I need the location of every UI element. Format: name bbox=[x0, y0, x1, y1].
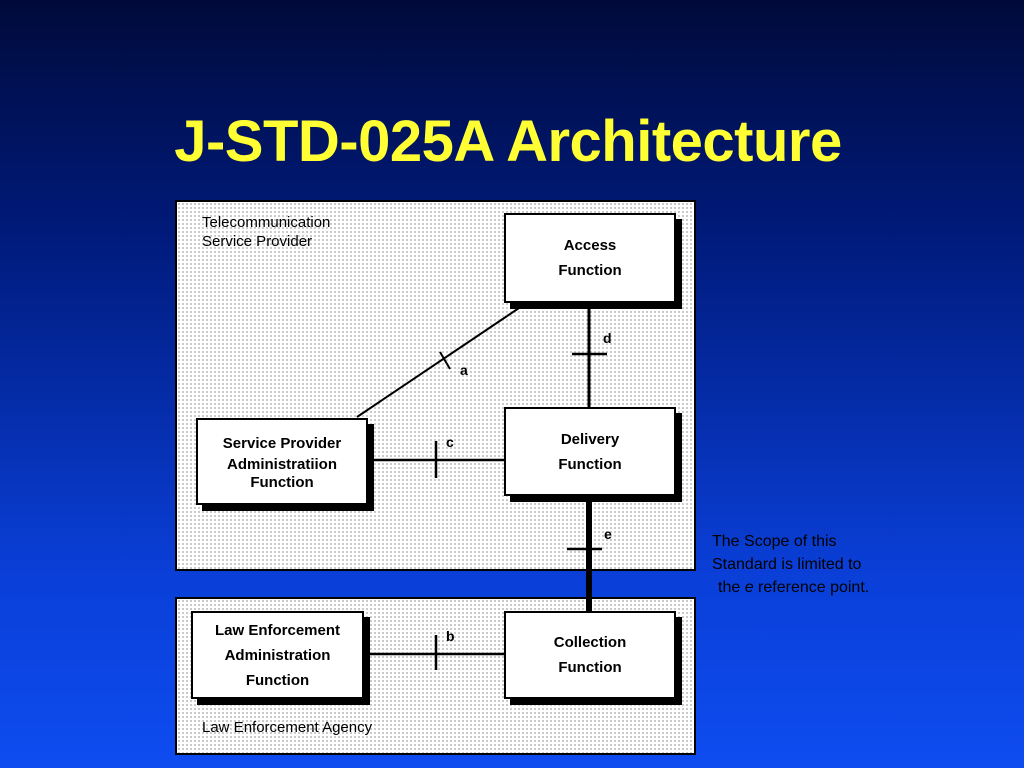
scope-note-line3-post: reference point. bbox=[753, 579, 870, 596]
service-provider-admin-box: Service Provider Administratiion Functio… bbox=[196, 418, 368, 505]
scope-note-line2: Standard is limited to bbox=[712, 556, 862, 573]
spaf-line1: Service Provider bbox=[222, 434, 342, 452]
delivery-function-box: Delivery Function bbox=[504, 407, 676, 496]
ref-point-e: e bbox=[604, 526, 612, 542]
link-a-tick bbox=[439, 351, 451, 370]
scope-note-line3: the e reference point. bbox=[712, 576, 942, 599]
tsp-label-line1: Telecommunication bbox=[202, 214, 331, 231]
scope-note-line3-pre: the bbox=[718, 579, 745, 596]
collection-line1: Collection bbox=[553, 634, 627, 651]
leaf-line2: Administration bbox=[224, 646, 331, 664]
scope-note-line1: The Scope of this bbox=[712, 533, 837, 550]
leaf-line1: Law Enforcement bbox=[214, 621, 341, 639]
access-function-box: Access Function bbox=[504, 213, 676, 303]
ref-point-c: c bbox=[446, 434, 454, 450]
spaf-line2: Administratiion bbox=[226, 455, 337, 473]
access-line2: Function bbox=[558, 262, 622, 279]
collection-function-box: Collection Function bbox=[504, 611, 676, 699]
law-enforcement-admin-box: Law Enforcement Administration Function bbox=[191, 611, 364, 699]
ref-point-b: b bbox=[446, 628, 455, 644]
delivery-line1: Delivery bbox=[560, 430, 620, 448]
tsp-region-label: Telecommunication Service Provider bbox=[202, 213, 330, 251]
lea-region-label: Law Enforcement Agency bbox=[202, 719, 373, 736]
ref-point-a: a bbox=[460, 362, 468, 378]
collection-line2: Function bbox=[558, 659, 622, 676]
access-line1: Access bbox=[563, 237, 617, 254]
scope-note: The Scope of this Standard is limited to… bbox=[712, 530, 942, 599]
delivery-line2: Function bbox=[558, 455, 622, 473]
scope-note-line3-em: e bbox=[744, 579, 754, 596]
link-a bbox=[356, 305, 523, 418]
leaf-line3: Function bbox=[245, 671, 310, 689]
slide-title: J-STD-025A Architecture bbox=[174, 109, 842, 174]
tsp-label-line2: Service Provider bbox=[202, 233, 313, 250]
ref-point-d: d bbox=[603, 330, 612, 346]
spaf-line3: Function bbox=[250, 473, 314, 491]
